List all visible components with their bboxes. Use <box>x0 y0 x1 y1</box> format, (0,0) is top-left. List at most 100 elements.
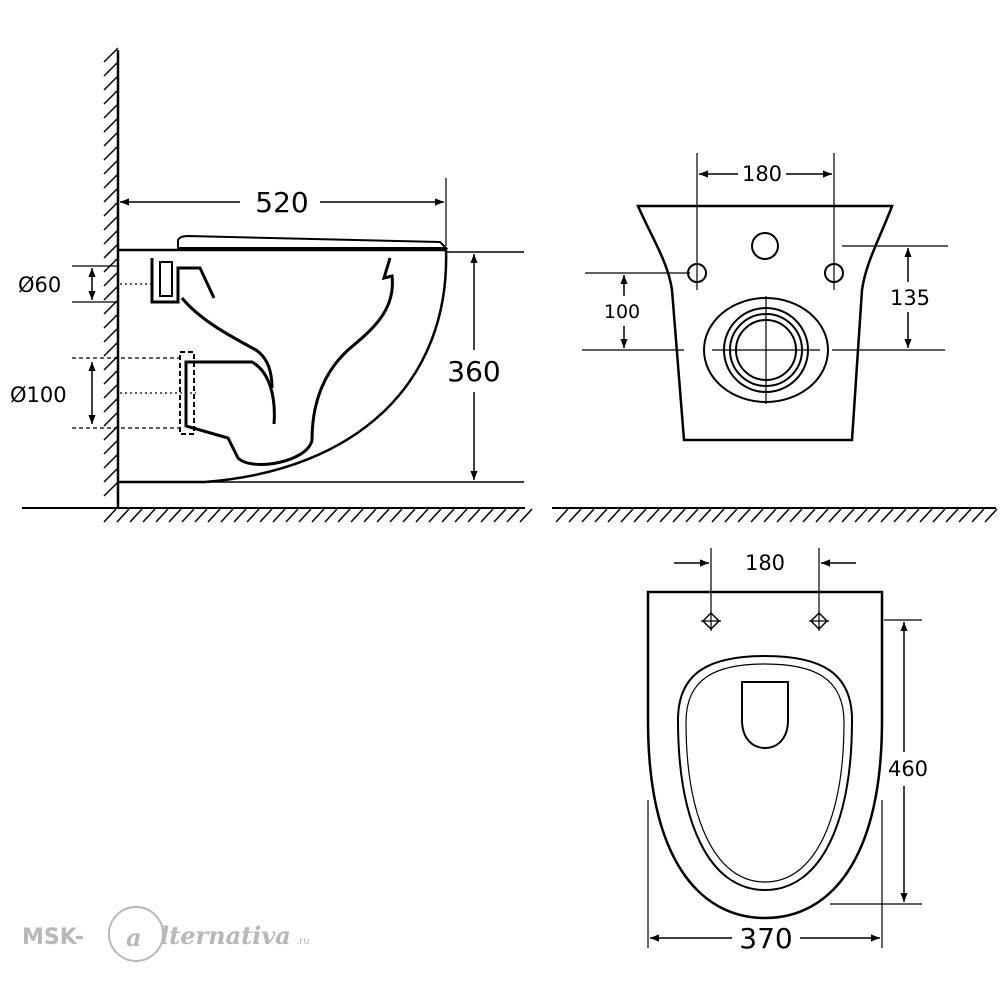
floor-hatch-stroke <box>103 508 117 523</box>
watermark-letter: a <box>126 923 142 952</box>
watermark-domain: .ru <box>296 936 310 947</box>
floor-hatch-stroke <box>828 508 842 523</box>
floor-hatch-stroke <box>415 508 429 523</box>
floor-hatch-stroke <box>555 508 569 523</box>
seat-ring <box>676 654 854 892</box>
wall-hatch-stroke <box>103 201 119 217</box>
floor-hatch-stroke <box>246 508 260 523</box>
side-view <box>22 47 533 523</box>
wall-hatch-stroke <box>103 131 119 147</box>
floor-hatch-stroke <box>207 508 221 523</box>
floor-hatch-stroke <box>116 508 130 523</box>
wall-hatch-stroke <box>103 369 119 385</box>
floor-hatch-stroke <box>376 508 390 523</box>
wall-hatch-stroke <box>103 271 119 287</box>
floor-hatch-stroke <box>402 508 416 523</box>
wall-hatch-stroke <box>103 467 119 483</box>
floor-hatch-stroke <box>945 508 959 523</box>
floor-hatch-stroke <box>789 508 803 523</box>
floor-hatch-stroke <box>337 508 351 523</box>
floor-hatch-stroke <box>220 508 234 523</box>
floor-hatch-stroke <box>659 508 673 523</box>
water-inlet-hole <box>751 232 779 260</box>
wall-hatch-stroke <box>103 481 119 497</box>
floor-hatch-stroke <box>919 508 933 523</box>
floor-hatch-stroke <box>633 508 647 523</box>
floor-hatch-stroke <box>802 508 816 523</box>
dim-100-front-label: 100 <box>604 301 640 323</box>
floor-hatch-stroke <box>389 508 403 523</box>
floor-hatch-stroke <box>698 508 712 523</box>
dim-370-label: 370 <box>739 922 792 955</box>
wall-hatch-stroke <box>103 453 119 469</box>
floor-hatch-stroke <box>363 508 377 523</box>
wall-hatch-stroke <box>103 285 119 301</box>
wall-hatch-stroke <box>103 89 119 105</box>
wall-hatch-stroke <box>103 61 119 77</box>
dim-60-label: Ø60 <box>18 273 61 297</box>
bowl-outlet-hole <box>741 681 789 750</box>
floor-hatch-stroke <box>350 508 364 523</box>
floor-hatch-stroke <box>298 508 312 523</box>
floor-hatch-stroke <box>841 508 855 523</box>
floor-hatch-stroke <box>194 508 208 523</box>
front-view <box>552 153 998 523</box>
floor-hatch-stroke <box>142 508 156 523</box>
floor-hatch-stroke <box>311 508 325 523</box>
floor-hatch-stroke <box>324 508 338 523</box>
floor-hatch-stroke <box>971 508 985 523</box>
wall-hatch-stroke <box>103 397 119 413</box>
bolt-left-icon <box>701 611 721 631</box>
watermark-circle <box>108 906 164 962</box>
floor-hatch-stroke <box>594 508 608 523</box>
flush-inlet-inner <box>159 261 173 297</box>
wall-hatch-stroke <box>103 159 119 175</box>
floor-hatch-stroke <box>620 508 634 523</box>
dim-520-label: 520 <box>255 186 308 219</box>
bolt-right-icon <box>809 611 829 631</box>
floor-hatch-stroke <box>480 508 494 523</box>
wall-hatch-stroke <box>103 117 119 133</box>
floor-hatch-stroke <box>467 508 481 523</box>
floor-hatch-stroke <box>893 508 907 523</box>
floor-hatch-stroke <box>750 508 764 523</box>
floor-hatch-stroke <box>711 508 725 523</box>
bowl-trapway <box>184 257 394 466</box>
floor-hatch-left <box>103 508 533 523</box>
wall-hatch-stroke <box>103 341 119 357</box>
top-view <box>646 548 922 948</box>
floor-hatch-stroke <box>168 508 182 523</box>
wall-hatch-stroke <box>103 47 119 63</box>
wall-hatch-stroke <box>103 243 119 259</box>
floor-hatch-stroke <box>519 508 533 523</box>
dim-360-label: 360 <box>447 355 500 388</box>
floor-hatch-stroke <box>854 508 868 523</box>
floor-hatch-stroke <box>724 508 738 523</box>
floor-hatch-right <box>555 508 998 523</box>
floor-hatch-stroke <box>181 508 195 523</box>
floor-hatch-stroke <box>776 508 790 523</box>
wall-hatch-stroke <box>103 257 119 273</box>
dim-180-front-label: 180 <box>742 162 782 186</box>
seat-ring-inner <box>685 663 845 883</box>
floor-hatch-stroke <box>441 508 455 523</box>
seat-lid <box>177 234 449 249</box>
floor-hatch-stroke <box>984 508 998 523</box>
top-outline <box>646 590 884 920</box>
wall-hatch-stroke <box>103 215 119 231</box>
floor-hatch-stroke <box>932 508 946 523</box>
wall-hatch-stroke <box>103 383 119 399</box>
wall-hatch-stroke <box>103 187 119 203</box>
dim-460-label: 460 <box>888 757 928 781</box>
floor-hatch-stroke <box>233 508 247 523</box>
floor-hatch-stroke <box>607 508 621 523</box>
watermark: MSK- a lternativa .ru <box>22 906 310 962</box>
floor-hatch-stroke <box>506 508 520 523</box>
floor-hatch-stroke <box>129 508 143 523</box>
floor-hatch-stroke <box>867 508 881 523</box>
wall-hatch-stroke <box>103 145 119 161</box>
floor-hatch-stroke <box>155 508 169 523</box>
watermark-suffix: lternativa <box>160 921 291 950</box>
wall-hatch-stroke <box>103 411 119 427</box>
